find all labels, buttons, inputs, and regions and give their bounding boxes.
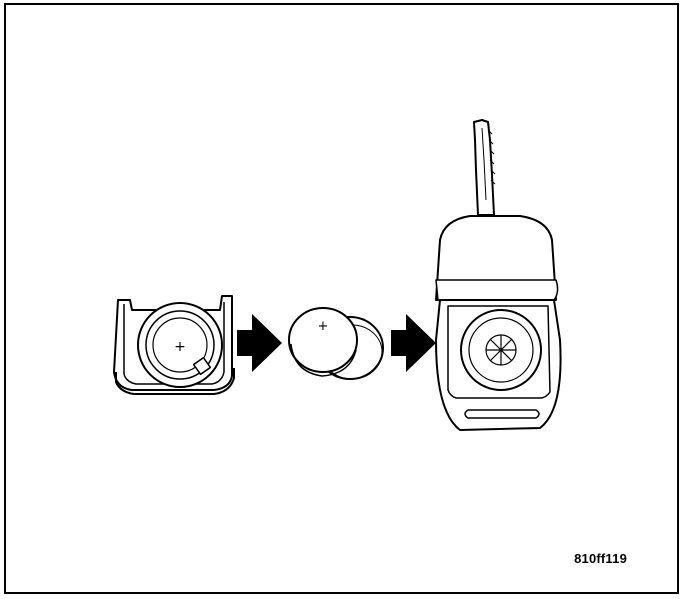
figure-code: 810ff119 bbox=[574, 551, 627, 566]
key-fob-battery-compartment-icon bbox=[436, 120, 561, 430]
battery-polarity-mark: + bbox=[174, 339, 186, 355]
right-arrow-icon bbox=[237, 314, 282, 372]
coin-battery-icon bbox=[289, 308, 383, 379]
coin-battery-polarity-mark: + bbox=[318, 319, 329, 334]
right-arrow-icon bbox=[391, 314, 436, 372]
